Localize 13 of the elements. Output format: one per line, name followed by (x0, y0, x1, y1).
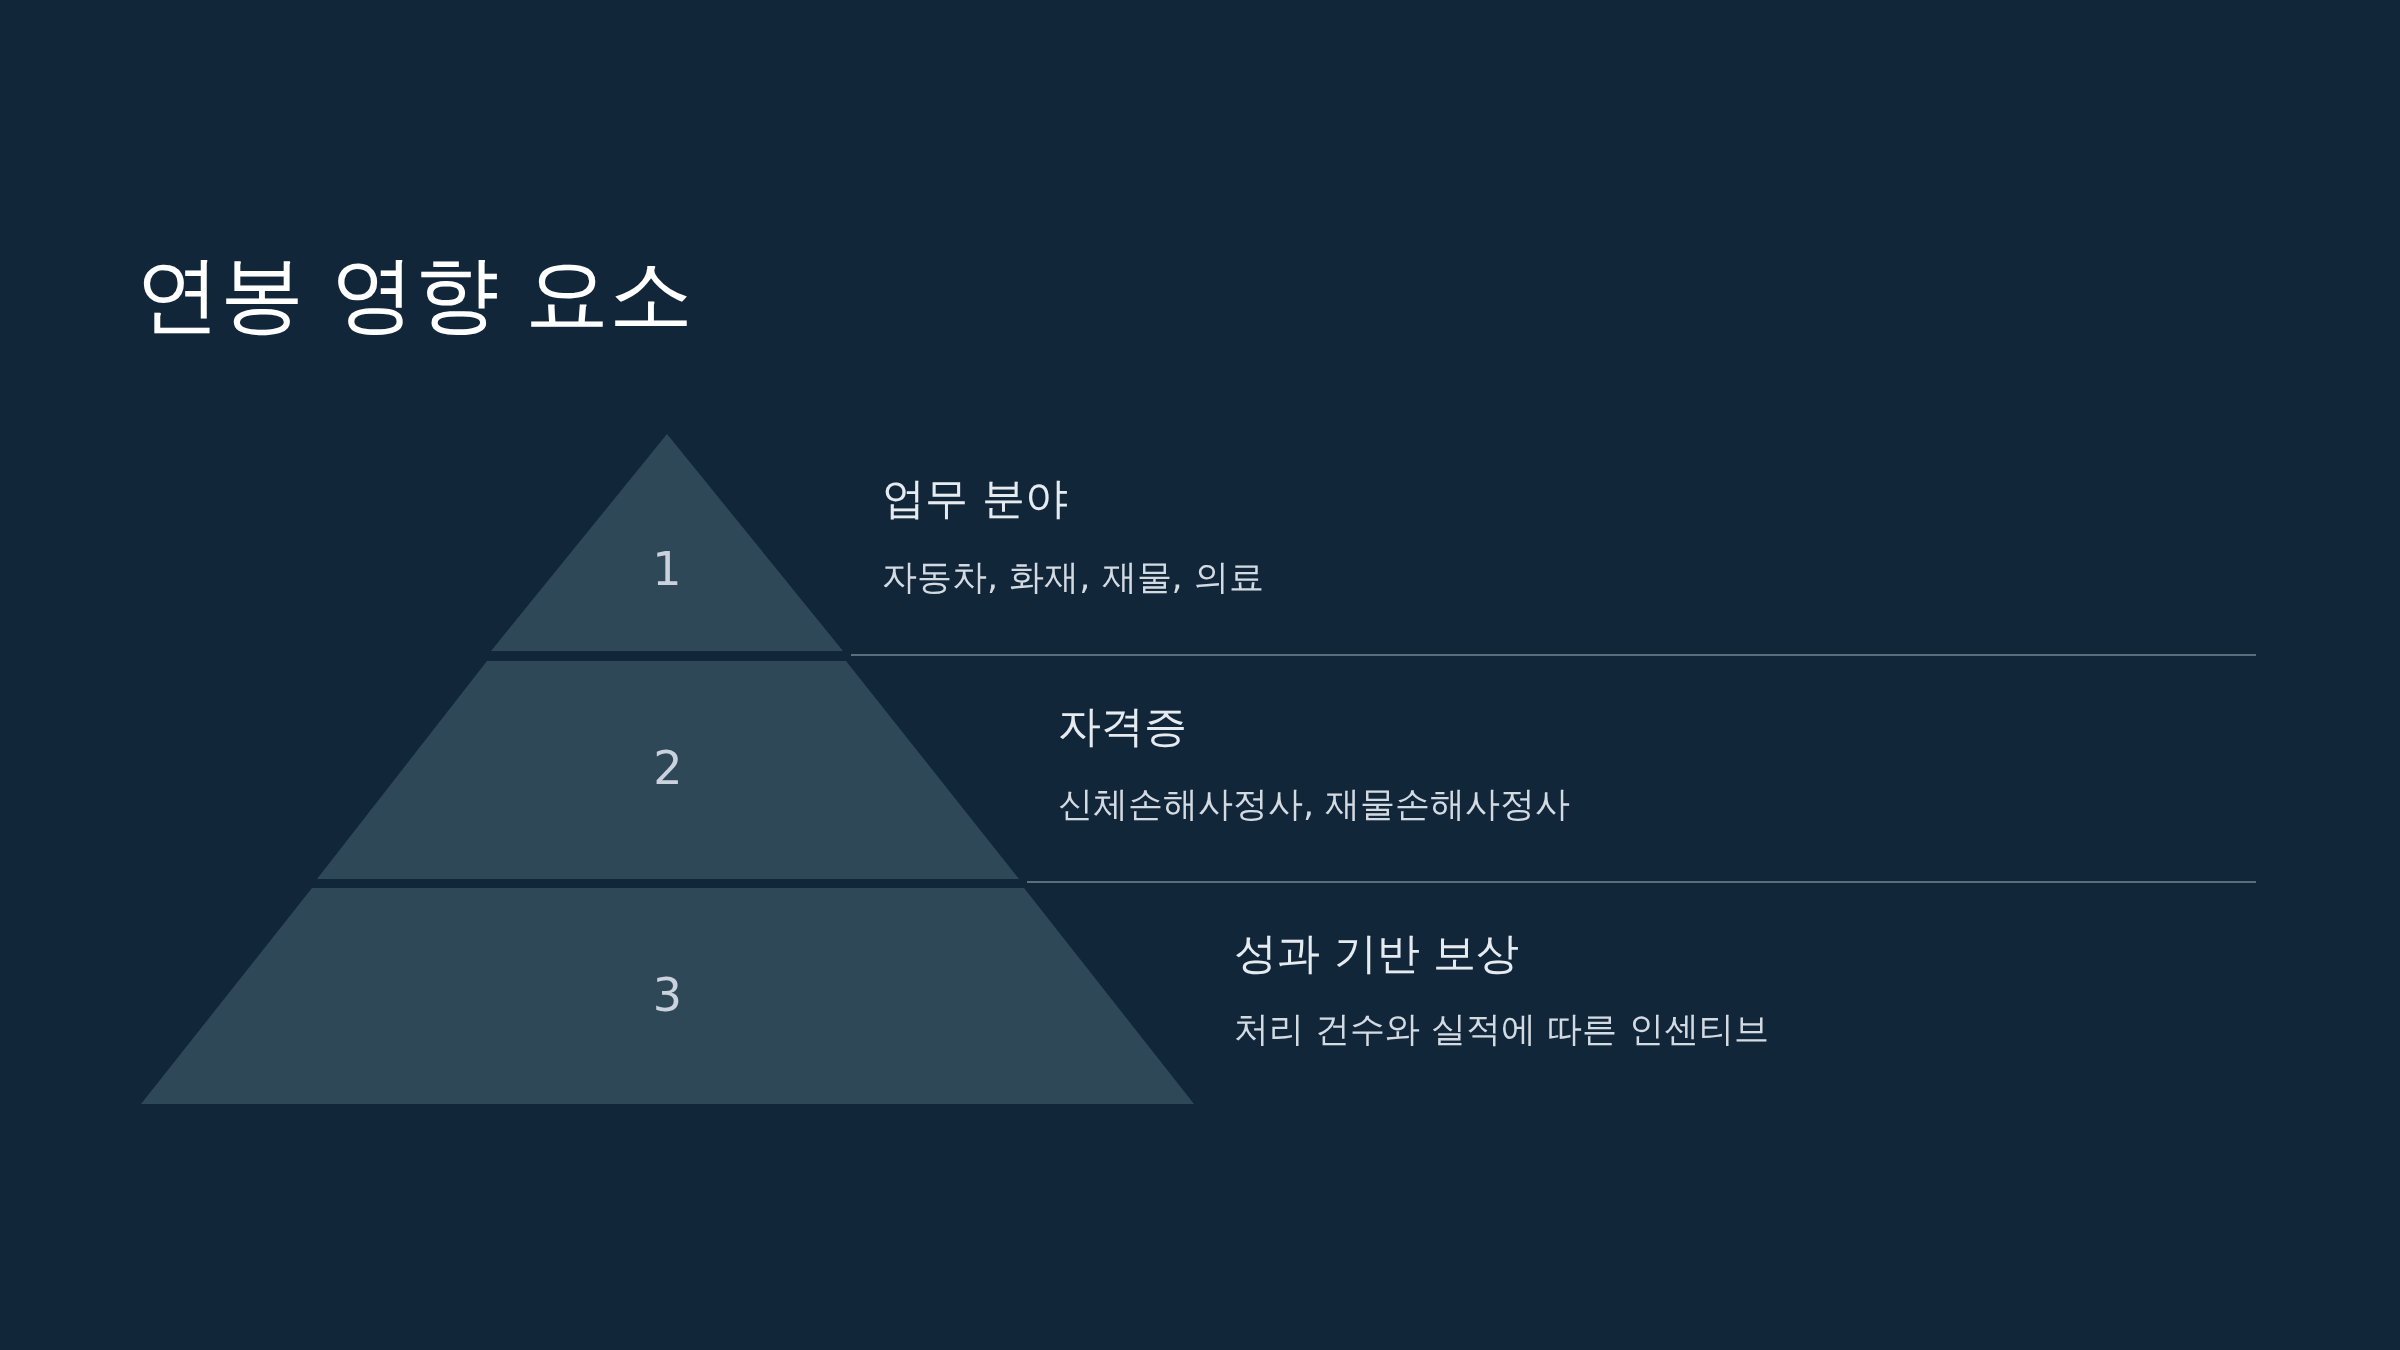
tier-number: 3 (652, 972, 683, 1018)
title: 연봉 영향 요소 (136, 252, 694, 336)
item-description: 신체손해사정사, 재물손해사정사 (1058, 787, 1571, 822)
item-description: 자동차, 화재, 재물, 의료 (882, 560, 1264, 595)
pyramid-tier (317, 661, 1019, 879)
item-heading: 업무 분야 (882, 477, 1068, 520)
tier-number: 2 (653, 745, 683, 791)
item-heading: 자격증 (1058, 705, 1187, 748)
item-description: 처리 건수와 실적에 따른 인센티브 (1234, 1012, 1769, 1047)
pyramid-tier (491, 434, 843, 651)
tier-number: 1 (652, 546, 682, 592)
item-heading: 성과 기반 보상 (1234, 932, 1520, 975)
pyramid-tier (141, 888, 1194, 1104)
